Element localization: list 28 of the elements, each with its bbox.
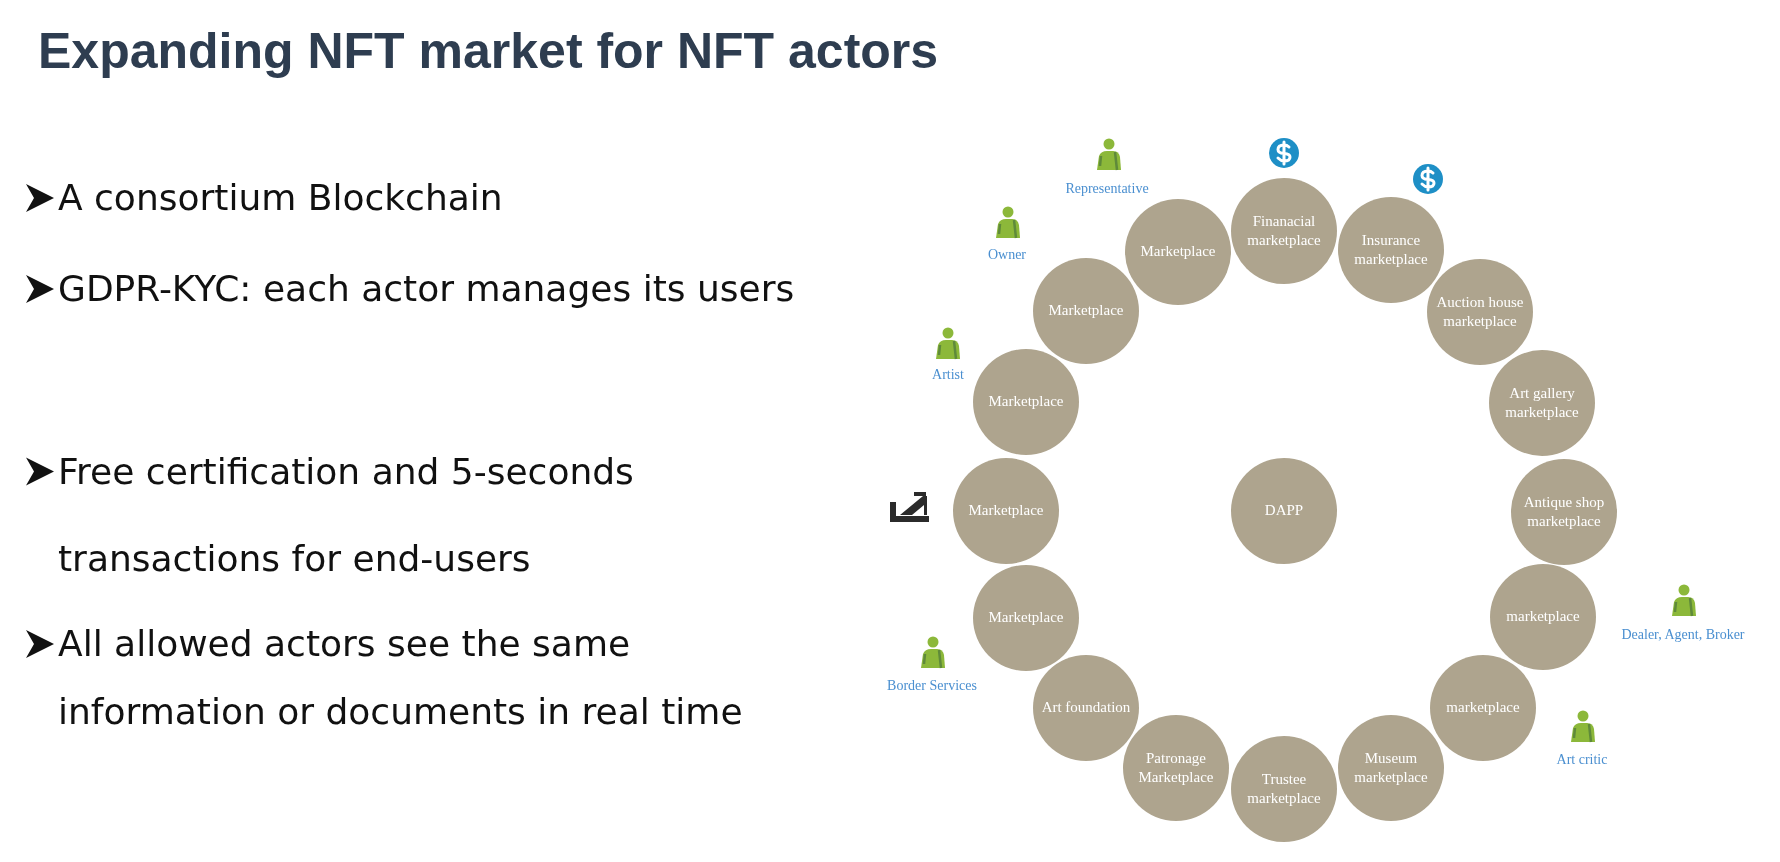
circle-label: marketplace <box>1505 607 1581 627</box>
circle-label: Marketplace <box>987 392 1065 412</box>
slide-title: Expanding NFT market for NFT actors <box>38 22 939 80</box>
circle-label: Marketplace <box>987 608 1065 628</box>
circle-label: Antique shop marketplace <box>1522 492 1606 531</box>
actor-label: Owner <box>986 247 1028 263</box>
bullet-text: A consortium Blockchain <box>58 176 504 220</box>
bullet-text: GDPR-KYC: each actor manages its users <box>58 267 796 311</box>
circle-label: marketplace <box>1445 698 1521 718</box>
circle-label: Art gallery marketplace <box>1504 383 1580 422</box>
circle-label: Auction house marketplace <box>1435 292 1525 331</box>
actor-label: Dealer, Agent, Broker <box>1620 627 1746 643</box>
actor-label: Artist <box>931 367 965 383</box>
circle-label: Finanacial marketplace <box>1246 211 1322 250</box>
circle-label: Patronage Marketplace <box>1137 748 1215 787</box>
actor-label: Representative <box>1064 181 1150 197</box>
circle-label: Trustee marketplace <box>1246 769 1322 808</box>
circle-label: Marketplace <box>1047 301 1125 321</box>
circle-label: DAPP <box>1263 501 1305 521</box>
actor-label: Art critic <box>1555 752 1609 768</box>
circle-label: Art foundation <box>1040 698 1132 718</box>
bullet-text: Free certification and 5-seconds transactions for end-users <box>58 450 635 581</box>
bullet-text: All allowed actors see the same information or documents in real time <box>58 622 744 734</box>
circle-label: Museum marketplace <box>1353 748 1429 787</box>
actor-label: Border Services <box>886 678 978 694</box>
circle-label: Marketplace <box>1139 242 1217 262</box>
circle-label: Insurance marketplace <box>1353 230 1429 269</box>
circle-label: Marketplace <box>967 501 1045 521</box>
